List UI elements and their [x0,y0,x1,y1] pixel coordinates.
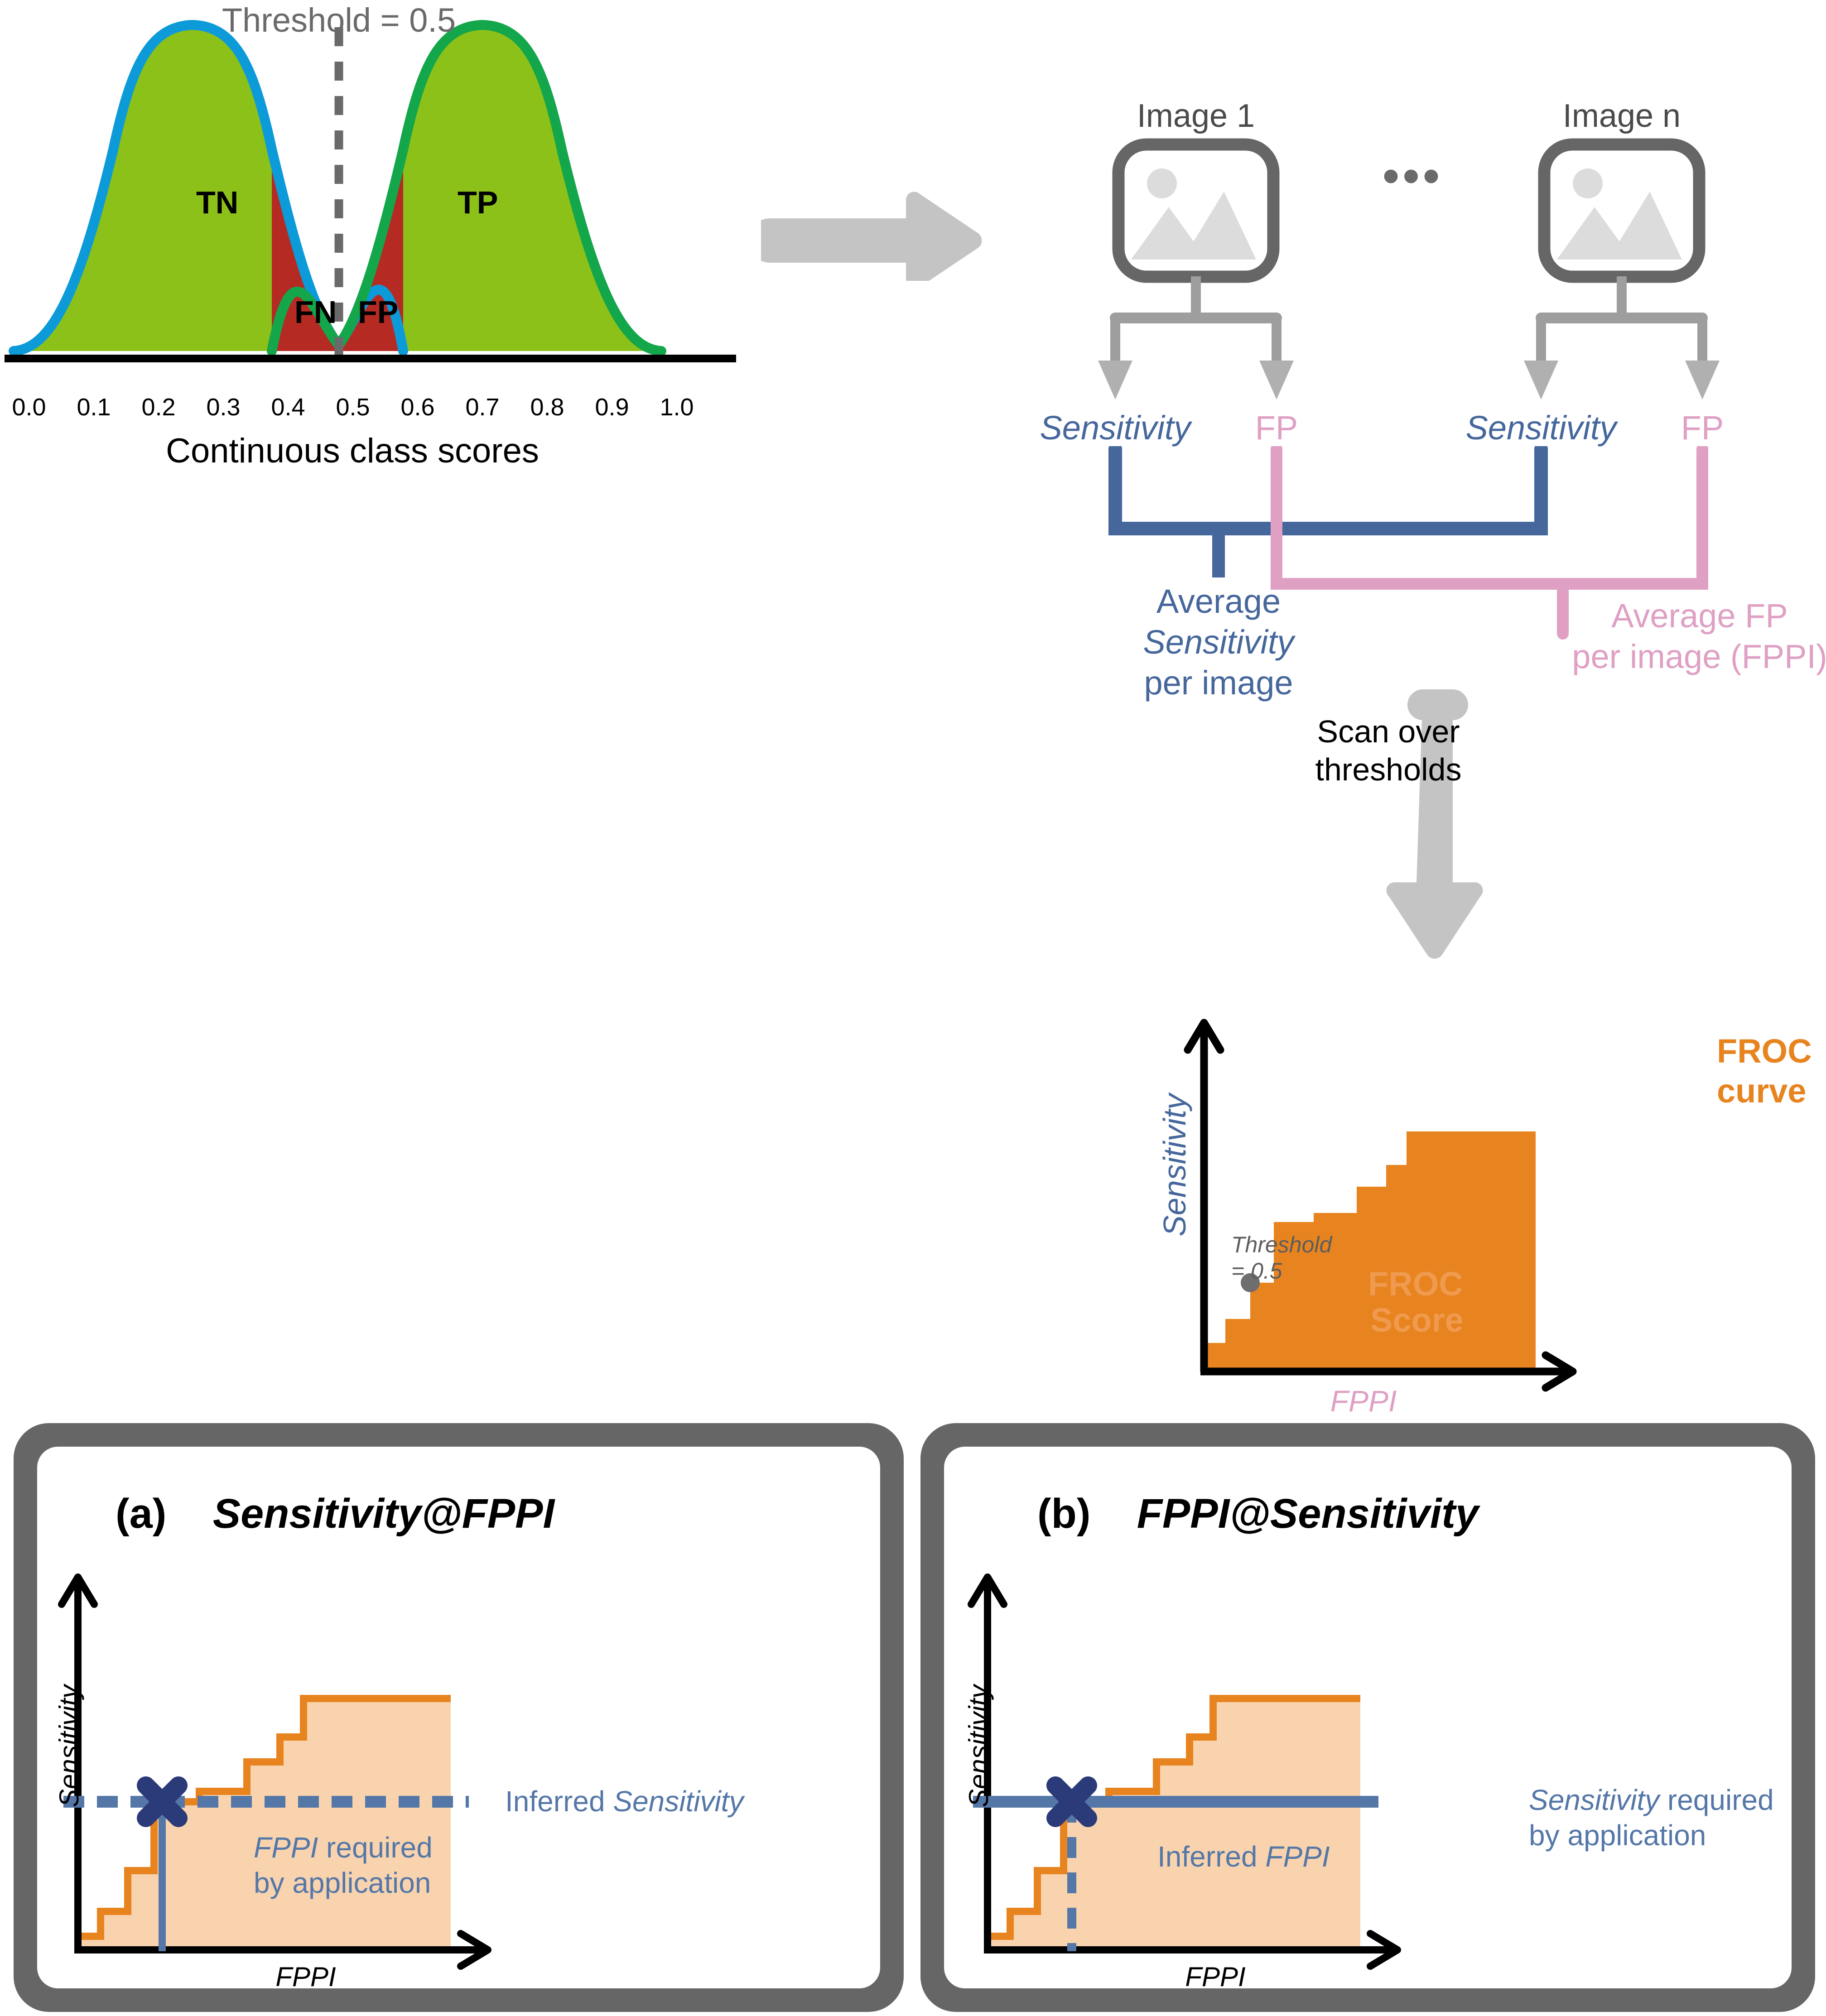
correct-region-fill [14,25,661,351]
panel-a-operating-point-marker [137,1776,188,1827]
flow-arrow-right [761,192,982,281]
panel-b-guide-label-inner-italic: FPPI [1265,1840,1330,1873]
froc-watermark: FROC [1368,1265,1463,1303]
region-label-fn: FN [294,294,337,330]
image-card-first [1112,138,1280,283]
x-tick-8: 0.8 [530,394,564,421]
panel-a-title-text: Sensitivity@FPPI [212,1491,555,1537]
scan-label-line-1: Scan over [1317,714,1460,749]
x-tick-0: 0.0 [12,394,46,421]
image-card-last [1538,138,1706,283]
panel-a-chart [58,1573,491,1970]
threshold-label: Threshold = 0.5 [222,1,456,39]
froc-legend-line-1: FROC [1717,1032,1812,1070]
panel-b-x-axis-label: FPPI [1185,1962,1246,1992]
panel-a-x-axis-label: FPPI [275,1962,336,1992]
metric-label-sensitivity-last: Sensitivity [1465,409,1617,447]
panel-b-chart [968,1573,1401,1970]
panel-a-guide-label-inner-line2: by application [254,1867,431,1900]
region-label-fp: FP [358,294,399,330]
ellipsis-icon: ••• [1382,148,1443,204]
froc-step-area [1204,1131,1536,1371]
panel-a-guide-label-right-italic: Sensitivity [613,1785,744,1818]
panel-a-title: (a) Sensitivity@FPPI [116,1490,554,1538]
metric-label-fp-last: FP [1681,409,1724,447]
froc-curve-chart: FROC Score [1184,1019,1577,1392]
x-tick-3: 0.3 [206,394,241,421]
panel-a-guide-label-inner: FPPI required by application [254,1830,433,1901]
panel-a-prefix: (a) [116,1491,167,1537]
panel-b-guide-label-right-l1-italic: Sensitivity [1529,1784,1660,1816]
panel-a-guide-label-inner-line1: FPPI required [254,1830,433,1865]
panel-a-guide-label-inner-l1-plain: required [318,1831,433,1864]
image-placeholder-glyph-last [1557,168,1682,260]
panel-b-guide-label-right-line2: by application [1529,1819,1706,1852]
score-distribution-chart: Threshold = 0.5 TN TP FN FP 0.0 0.1 0.2 … [0,0,747,470]
avg-sensitivity-line-1: Average [1156,582,1281,620]
froc-threshold-marker [1241,1273,1260,1292]
positive-class-curve [267,19,666,356]
panel-b-guide-label-inner: Inferred FPPI [1157,1839,1330,1874]
panel-b-y-axis-label: Sensitivity [964,1684,994,1807]
image-caption-first: Image 1 [1137,98,1255,134]
sensitivity-aggregation-bracket [1108,446,1548,577]
branch-arrows-last [1524,276,1720,399]
avg-fp-line-2: per image (FPPI) [1572,638,1826,675]
panel-b-guide-label-inner-plain: Inferred [1157,1840,1266,1873]
branch-arrows-first [1098,276,1294,399]
x-tick-5: 0.5 [336,394,370,421]
avg-fp-line-1: Average FP [1611,597,1788,635]
x-tick-9: 0.9 [595,394,629,421]
region-label-tp: TP [458,185,498,220]
x-tick-7: 0.7 [465,394,500,421]
panel-b-step-area [988,1698,1360,1950]
image-caption-last: Image n [1562,98,1681,134]
fp-aggregation-bracket [1271,446,1708,640]
panel-b-title-text: FPPI@Sensitivity [1137,1491,1479,1537]
froc-legend-line-2: curve [1717,1072,1807,1110]
panel-a-guide-label-inner-l1-italic: FPPI [254,1831,318,1864]
panel-b-prefix: (b) [1037,1491,1091,1537]
distribution-plot-svg [5,19,736,362]
metric-label-fp-first: FP [1255,409,1298,447]
metric-label-sensitivity-first: Sensitivity [1040,409,1191,447]
panel-a-step-area [78,1698,451,1950]
panel-b-guide-label-right: Sensitivity required by application [1529,1782,1774,1853]
scan-arrow-down [1386,689,1483,959]
x-tick-2: 0.2 [141,394,176,421]
avg-sensitivity-line-2: Sensitivity [1143,623,1294,661]
x-tick-4: 0.4 [271,394,305,421]
froc-watermark-2: Score [1370,1301,1464,1339]
panel-b-guide-label-right-l1-plain: required [1659,1784,1774,1816]
panel-a-guide-label-right: Inferred Sensitivity [505,1784,743,1819]
x-axis-title: Continuous class scores [166,432,539,470]
image-placeholder-glyph-first [1131,168,1256,260]
region-label-tn: TN [196,185,239,220]
x-axis-bar [5,355,736,362]
froc-threshold-annotation-line-2: = 0.5 [1231,1258,1282,1284]
x-tick-6: 0.6 [400,394,435,421]
panel-b-operating-point-marker [1046,1776,1097,1827]
scan-label-line-2: thresholds [1315,752,1462,787]
panel-a-y-axis-label: Sensitivity [54,1684,84,1807]
froc-x-axis-label: FPPI [1330,1384,1397,1418]
panel-b-guide-label-right-line1: Sensitivity required [1529,1782,1774,1818]
froc-y-axis-label: Sensitivity [1157,1093,1192,1237]
x-tick-1: 0.1 [77,394,111,421]
x-tick-10: 1.0 [660,394,694,421]
panel-b-title: (b) FPPI@Sensitivity [1037,1490,1479,1538]
froc-threshold-annotation-line-1: Threshold [1231,1232,1332,1257]
avg-sensitivity-line-3: per image [1144,664,1293,702]
panel-a-guide-label-right-plain: Inferred [505,1785,613,1818]
